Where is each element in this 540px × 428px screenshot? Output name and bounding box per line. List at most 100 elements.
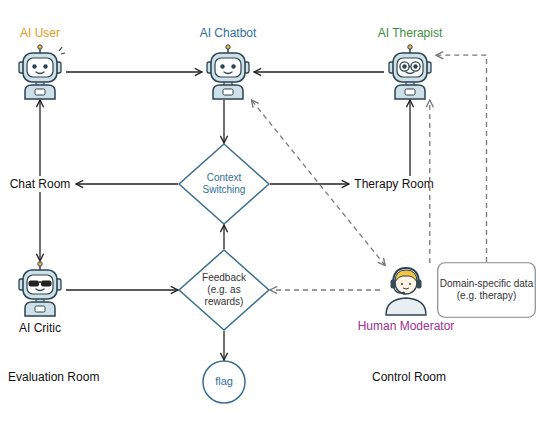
node-outline	[14, 261, 66, 317]
robot-head	[393, 53, 427, 82]
robot-smile	[224, 72, 232, 74]
node-text-area: flag	[202, 360, 246, 404]
headset-mic-arm	[394, 288, 403, 293]
diamond-outline	[179, 250, 269, 330]
box-outline	[438, 263, 536, 318]
human-moderator-figure: Human Moderator	[380, 263, 432, 315]
antenna-tip	[38, 45, 42, 49]
room-name: Control Room	[372, 370, 446, 384]
sunglasses-lens	[41, 281, 52, 287]
person-shoulders	[386, 298, 426, 315]
node-label: Human Moderator	[358, 319, 455, 333]
robot-eye	[43, 64, 47, 68]
robot-face	[27, 58, 53, 77]
sparkle-mark	[59, 47, 62, 51]
arrow-connector	[76, 183, 178, 184]
node-text-area: Therapy Room	[349, 176, 439, 192]
robot-eye	[231, 64, 235, 68]
arrow-connector	[270, 183, 349, 184]
person-smile	[403, 288, 409, 289]
ai-critic-robot: AI Critic	[14, 261, 66, 317]
headset-earcup	[417, 280, 422, 289]
robot-body	[213, 85, 243, 99]
robot-chest-panel	[35, 306, 45, 312]
node-label: AI Chatbot	[200, 26, 257, 40]
circle-outline	[203, 361, 245, 403]
arrow-connector	[223, 225, 224, 249]
room-label-node: Therapy Room	[349, 176, 439, 192]
antenna-tip	[408, 45, 412, 49]
node-text: Context Switching	[194, 172, 254, 196]
headset-band	[393, 268, 419, 284]
arrow-connector	[66, 289, 178, 290]
sunglasses-bridge	[39, 281, 41, 282]
arrow-connector	[409, 100, 410, 176]
node-outline	[14, 44, 66, 100]
antenna-tip	[38, 262, 42, 266]
sunglasses-lens	[29, 281, 40, 287]
arrow-connector	[223, 331, 224, 360]
dashed-connector	[436, 55, 487, 262]
robot-eye	[32, 64, 36, 68]
node-text: flag	[215, 375, 233, 388]
room-name: Evaluation Room	[8, 370, 99, 384]
robot-chest-panel	[35, 89, 45, 95]
node-text-area: Context Switching	[178, 143, 270, 225]
node-outline	[380, 263, 432, 315]
robot-eye	[220, 64, 224, 68]
robot-face	[215, 58, 241, 77]
robot-eye	[402, 64, 406, 68]
node-text-area: Feedback (e.g. as rewards)	[178, 249, 270, 331]
robot-body	[25, 302, 55, 316]
node-text-stack: flag	[215, 375, 233, 388]
node-text: Therapy Room	[354, 177, 433, 191]
node-text-stack: Therapy Room	[354, 177, 433, 191]
ai-chatbot-robot: AI Chatbot	[202, 44, 254, 100]
node-text-stack: Context Switching	[194, 172, 254, 196]
robot-head	[23, 270, 57, 299]
antenna-tip	[226, 45, 230, 49]
node-label: AI User	[20, 26, 60, 40]
robot-smile	[36, 289, 44, 291]
arrow-connector	[39, 192, 40, 261]
robot-face	[27, 275, 53, 294]
robot-head	[23, 53, 57, 82]
decision-diamond: Feedback (e.g. as rewards)	[178, 249, 270, 331]
person-eye	[401, 283, 403, 285]
diamond-outline	[179, 144, 269, 224]
node-text-area: Chat Room	[4, 176, 76, 192]
node-text-area: Domain-specific data (e.g. therapy)	[437, 262, 536, 318]
node-text: Chat Room	[10, 177, 71, 191]
glasses-bridge	[409, 66, 411, 67]
robot-smile	[36, 72, 44, 74]
decision-diamond: Context Switching	[178, 143, 270, 225]
robot-eye	[413, 64, 417, 68]
node-text-stack: Chat Room	[10, 177, 71, 191]
sparkle-mark	[61, 53, 65, 54]
robot-smile	[406, 72, 414, 74]
node-outline	[384, 44, 436, 100]
room-label-node: Chat Room	[4, 176, 76, 192]
dashed-connector	[270, 289, 380, 290]
node-label: AI Critic	[19, 321, 61, 335]
robot-head	[211, 53, 245, 82]
node-text: Feedback (e.g. as rewards)	[198, 272, 250, 308]
robot-chest-panel	[405, 89, 415, 95]
arrow-connector	[66, 71, 202, 72]
glasses-lens	[400, 62, 409, 71]
robot-face	[397, 58, 423, 77]
robot-chest-panel	[223, 89, 233, 95]
robot-body	[395, 85, 425, 99]
node-label: AI Therapist	[378, 26, 442, 40]
robot-body	[25, 85, 55, 99]
node-text-stack: Domain-specific data (e.g. therapy)	[439, 278, 534, 302]
glasses-lens	[411, 62, 420, 71]
headset-mic	[402, 292, 405, 295]
arrow-connector	[223, 100, 224, 143]
person-hair	[395, 270, 417, 282]
headset-earcup	[391, 280, 396, 289]
node-text: Domain-specific data (e.g. therapy)	[439, 278, 534, 302]
flag-circle: flag	[202, 360, 246, 404]
